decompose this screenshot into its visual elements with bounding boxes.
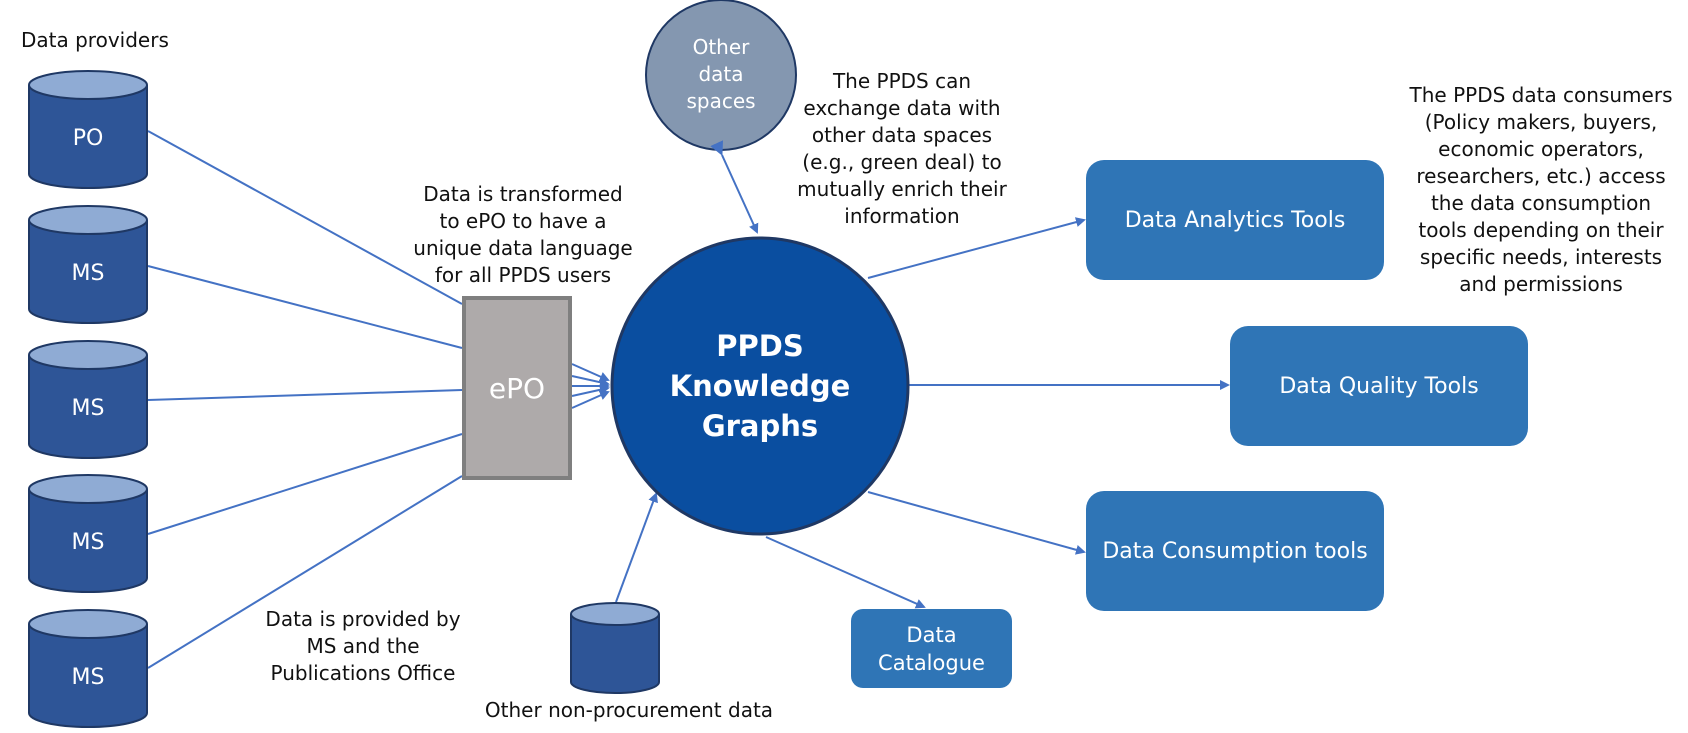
kg-label-line-2: Knowledge: [669, 369, 851, 403]
kg-to-tools-arrows: [765, 217, 1230, 609]
provider-label: MS: [71, 665, 105, 690]
provider-label: MS: [71, 261, 105, 286]
kg-label-line-3: Graphs: [701, 409, 819, 443]
provider-label: MS: [71, 396, 105, 421]
exchange-arrow: [710, 140, 759, 234]
other-data-spaces-label: Other data spaces: [686, 35, 756, 113]
arrow-to-catalogue: [765, 536, 926, 609]
knowledge-graph-label: PPDS Knowledge Graphs: [612, 326, 908, 446]
data-quality-tools-box: Data Quality Tools: [1230, 326, 1528, 446]
data-consumption-tools-box: Data Consumption tools: [1086, 491, 1384, 611]
kg-label-line-1: PPDS: [716, 329, 804, 363]
non-procurement-arrow: [615, 492, 658, 603]
provider-connectors: [147, 130, 463, 669]
arrow-to-analytics: [867, 217, 1086, 279]
provider-cylinder-ms: MS: [28, 340, 148, 460]
connector-po: [147, 130, 463, 305]
provider-cylinder-ms: MS: [28, 205, 148, 325]
provider-cylinder-po: PO: [28, 70, 148, 190]
connector-ms-2: [147, 389, 463, 401]
provided-note: Data is provided by MS and the Publicati…: [265, 607, 461, 685]
provider-label: PO: [72, 126, 104, 151]
epo-to-kg-arrows: [571, 363, 610, 409]
data-catalogue-box: Data Catalogue: [851, 609, 1012, 688]
data-analytics-tools-box: Data Analytics Tools: [1086, 160, 1384, 280]
arrow-to-consumption: [867, 491, 1086, 555]
provider-cylinder-ms: MS: [28, 609, 148, 729]
epo-box: [462, 296, 572, 480]
epo-description: Data is transformed to ePO to have a uni…: [413, 182, 633, 287]
provider-cylinder-ms: MS: [28, 474, 148, 594]
exchange-note: The PPDS can exchange data with other da…: [797, 69, 1007, 228]
non-procurement-cylinder: [570, 602, 660, 694]
non-procurement-label: Other non-procurement data: [484, 698, 774, 722]
epo-label: ePO: [489, 372, 545, 405]
provider-label: MS: [71, 530, 105, 555]
connector-ms-4: [147, 475, 463, 669]
knowledge-graph-circle: [610, 236, 910, 536]
consumers-note: The PPDS data consumers (Policy makers, …: [1409, 83, 1673, 296]
connector-ms-1: [147, 265, 463, 349]
connector-ms-3: [147, 433, 463, 535]
providers-title: Data providers: [21, 28, 169, 52]
